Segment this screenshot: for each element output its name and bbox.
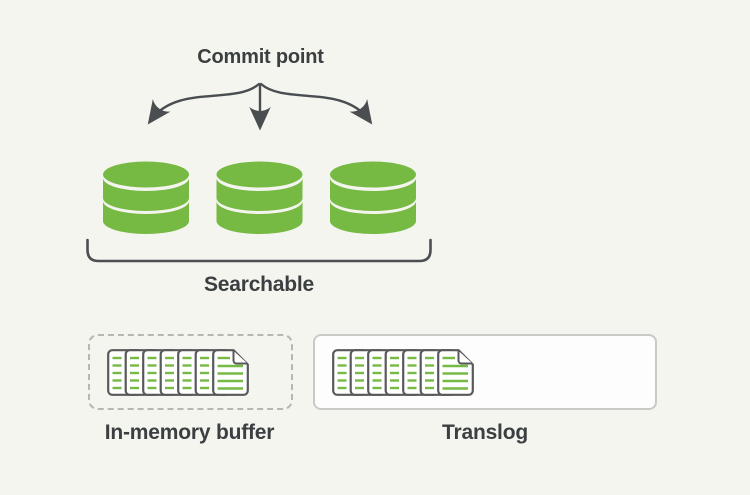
translog-label: Translog xyxy=(442,421,528,444)
translog-documents-icon xyxy=(332,349,474,396)
searchable-bracket xyxy=(86,238,432,263)
commit-point-label: Commit point xyxy=(197,46,324,68)
in-memory-buffer-label: In-memory buffer xyxy=(104,421,275,444)
commit-arrows xyxy=(147,82,373,131)
segment-cylinders xyxy=(103,161,416,234)
in-memory-buffer-box xyxy=(88,334,293,410)
buffer-documents-icon xyxy=(107,349,249,396)
arrow-right xyxy=(259,82,373,125)
searchable-label: Searchable xyxy=(203,273,315,296)
arrow-left xyxy=(147,82,261,125)
translog-box xyxy=(313,334,657,410)
